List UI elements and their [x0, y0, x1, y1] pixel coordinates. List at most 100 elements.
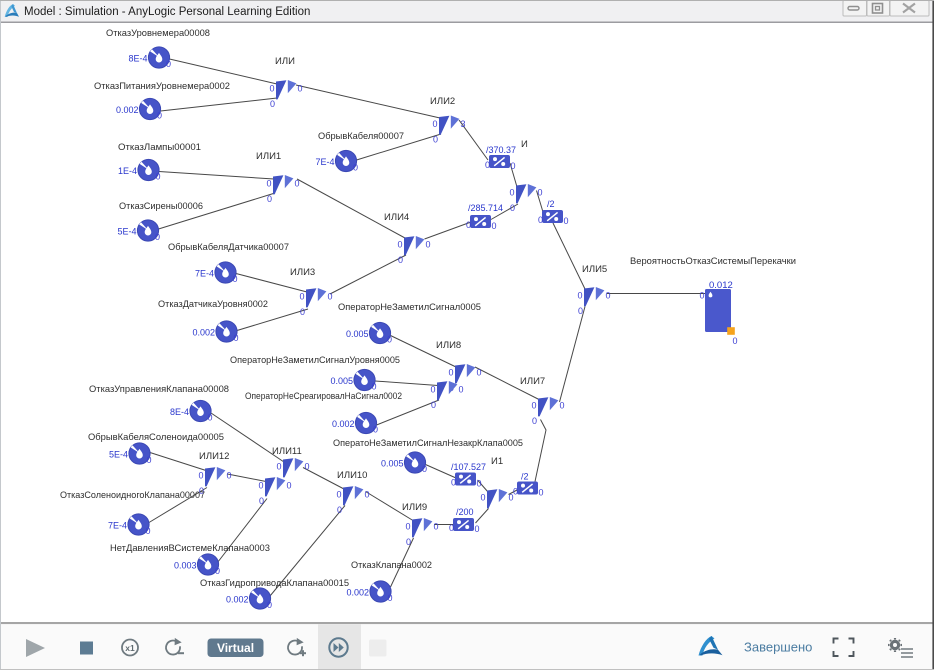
svg-text:0.005: 0.005 — [330, 376, 353, 386]
svg-text:ИЛИ: ИЛИ — [275, 56, 295, 67]
svg-text:0: 0 — [492, 221, 497, 231]
svg-text:0: 0 — [215, 566, 220, 576]
svg-text:Model : Simulation - AnyLogic: Model : Simulation - AnyLogic Personal L… — [24, 6, 310, 18]
svg-text:0: 0 — [276, 462, 281, 472]
svg-text:1Е-4: 1Е-4 — [118, 166, 137, 176]
svg-text:/200: /200 — [456, 507, 474, 517]
svg-text:0: 0 — [267, 194, 272, 204]
svg-text:ИЛИ1: ИЛИ1 — [256, 151, 281, 162]
svg-text:0: 0 — [259, 496, 264, 506]
svg-text:0: 0 — [480, 493, 485, 503]
svg-text:0: 0 — [233, 274, 238, 284]
svg-text:0: 0 — [451, 478, 456, 488]
svg-text:0: 0 — [305, 462, 310, 472]
svg-text:/2: /2 — [547, 199, 555, 209]
svg-text:ИЛИ10: ИЛИ10 — [337, 470, 367, 481]
svg-text:0: 0 — [531, 401, 536, 411]
svg-text:ИЛИ11: ИЛИ11 — [272, 446, 302, 457]
svg-text:/285.714: /285.714 — [468, 203, 503, 213]
svg-text:0.002: 0.002 — [346, 588, 369, 598]
svg-text:0: 0 — [433, 135, 438, 145]
svg-text:ИЛИ12: ИЛИ12 — [199, 451, 229, 462]
svg-text:0: 0 — [431, 400, 436, 410]
svg-text:0: 0 — [477, 368, 482, 378]
svg-text:ИЛИ5: ИЛИ5 — [582, 264, 607, 275]
svg-text:ВероятностьОтказСистемыПерекач: ВероятностьОтказСистемыПерекачки — [630, 256, 796, 267]
svg-text:ОтказУправленияКлапана00008: ОтказУправленияКлапана00008 — [89, 384, 229, 395]
svg-text:8Е-4: 8Е-4 — [128, 54, 147, 64]
svg-text:0: 0 — [147, 455, 152, 465]
svg-text:0: 0 — [300, 307, 305, 317]
svg-text:0: 0 — [405, 522, 410, 532]
svg-text:0: 0 — [406, 537, 411, 547]
svg-text:0: 0 — [733, 336, 738, 346]
svg-text:0: 0 — [477, 479, 482, 489]
svg-text:0: 0 — [156, 172, 161, 182]
svg-text:0: 0 — [448, 368, 453, 378]
svg-text:0.012: 0.012 — [709, 280, 733, 291]
svg-text:ОтказДатчикаУровня0002: ОтказДатчикаУровня0002 — [158, 299, 268, 310]
svg-text:0: 0 — [422, 464, 427, 474]
svg-text:0: 0 — [398, 255, 403, 265]
svg-text:ОператоНеЗаметилСигналНезакрКл: ОператоНеЗаметилСигналНезакрКлапа0005 — [333, 438, 523, 449]
svg-text:0: 0 — [157, 111, 162, 121]
svg-text:ОператорНеЗаметилСигнал0005: ОператорНеЗаметилСигнал0005 — [338, 302, 481, 313]
svg-text:ОтказСоленоидногоКлапана00007: ОтказСоленоидногоКлапана00007 — [60, 490, 205, 501]
svg-text:0: 0 — [606, 291, 611, 301]
svg-text:7Е-4: 7Е-4 — [195, 269, 214, 279]
svg-text:0: 0 — [432, 119, 437, 129]
svg-text:0: 0 — [388, 593, 393, 603]
svg-text:0: 0 — [510, 203, 515, 213]
svg-text:ОтказПитанияУровнемера0002: ОтказПитанияУровнемера0002 — [94, 81, 230, 92]
svg-text:0: 0 — [511, 161, 516, 171]
svg-text:x1: x1 — [125, 643, 135, 653]
svg-text:/107.527: /107.527 — [451, 462, 486, 472]
svg-text:ОтказЛампы00001: ОтказЛампы00001 — [118, 142, 201, 153]
svg-text:0: 0 — [397, 240, 402, 250]
svg-text:0: 0 — [466, 220, 471, 230]
svg-text:0: 0 — [258, 481, 263, 491]
svg-text:3: 3 — [461, 119, 466, 129]
svg-text:0: 0 — [509, 188, 514, 198]
svg-text:0: 0 — [208, 413, 213, 423]
svg-text:0: 0 — [328, 292, 333, 302]
svg-text:Завершено: Завершено — [744, 640, 812, 655]
svg-text:0: 0 — [199, 486, 204, 496]
svg-text:0: 0 — [155, 232, 160, 242]
svg-text:0: 0 — [166, 59, 171, 69]
svg-text:0: 0 — [449, 523, 454, 533]
svg-text:0.005: 0.005 — [346, 329, 369, 339]
svg-text:0: 0 — [267, 600, 272, 610]
svg-text:/2: /2 — [521, 472, 529, 482]
svg-text:0: 0 — [532, 416, 537, 426]
svg-text:0.002: 0.002 — [116, 105, 139, 115]
svg-text:0: 0 — [336, 490, 341, 500]
svg-text:0: 0 — [538, 188, 543, 198]
svg-text:0: 0 — [373, 425, 378, 435]
svg-text:0: 0 — [430, 385, 435, 395]
svg-text:0: 0 — [266, 179, 271, 189]
svg-text:0: 0 — [353, 163, 358, 173]
svg-text:0: 0 — [539, 488, 544, 498]
svg-text:0: 0 — [287, 481, 292, 491]
svg-text:ИЛИ7: ИЛИ7 — [520, 376, 545, 387]
svg-text:/370.37: /370.37 — [486, 145, 516, 155]
svg-text:ОтказСирены00006: ОтказСирены00006 — [119, 201, 203, 212]
svg-text:ИЛИ8: ИЛИ8 — [436, 340, 461, 351]
svg-text:ИЛИ2: ИЛИ2 — [430, 96, 455, 107]
svg-text:7Е-4: 7Е-4 — [315, 157, 334, 167]
svg-text:ОтказУровнемера00008: ОтказУровнемера00008 — [106, 28, 210, 39]
svg-text:0.002: 0.002 — [192, 328, 215, 338]
svg-text:0: 0 — [146, 526, 151, 536]
svg-text:ОтказКлапана0002: ОтказКлапана0002 — [351, 560, 432, 571]
svg-text:0: 0 — [387, 335, 392, 345]
svg-text:ОбрывКабеля00007: ОбрывКабеля00007 — [318, 131, 404, 142]
svg-text:0.003: 0.003 — [174, 561, 197, 571]
svg-text:Virtual: Virtual — [217, 641, 254, 655]
svg-text:0: 0 — [513, 487, 518, 497]
svg-text:ОбрывКабеляСоленоида00005: ОбрывКабеляСоленоида00005 — [88, 432, 224, 443]
svg-text:0: 0 — [509, 493, 514, 503]
svg-text:ИЛИ9: ИЛИ9 — [402, 502, 427, 513]
svg-text:ИЛИ3: ИЛИ3 — [290, 267, 315, 278]
svg-text:0: 0 — [426, 240, 431, 250]
